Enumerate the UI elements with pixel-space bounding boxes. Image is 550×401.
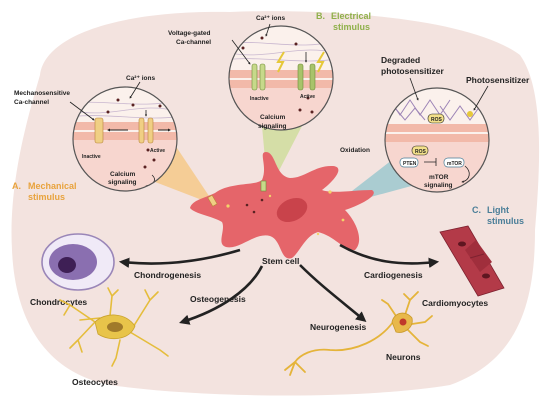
electrical-title-letter: B. (316, 11, 325, 21)
osteocytes-label: Osteocytes (72, 377, 118, 387)
neuron (284, 291, 433, 376)
mechanical-channel-line1: Mechanosensitive (14, 90, 70, 97)
chondrogenesis-label: Chondrogenesis (134, 270, 201, 280)
mechanical-inset (72, 86, 178, 192)
cell-channel-electrical (260, 180, 267, 192)
mechanical-ions-label: Ca²⁺ ions (126, 75, 155, 82)
light-ros: ROS (415, 149, 427, 155)
arrow-osteogenesis (179, 265, 264, 325)
mechanical-active-label: Active (150, 148, 165, 154)
electrical-channel-line2: Ca-channel (176, 39, 211, 46)
osteocyte (59, 287, 169, 367)
electrical-title-line1: Electrical (331, 11, 371, 21)
light-ros-top: ROS (431, 117, 443, 123)
electrical-signal-line2: signaling (258, 123, 287, 130)
light-oxidation: Oxidation (340, 147, 370, 154)
mechanical-title-line1: Mechanical (28, 181, 77, 191)
cardiogenesis-label: Cardiogenesis (364, 270, 423, 280)
mechanical-signal-line1: Calcium (110, 171, 136, 178)
stem-cell-ions (245, 198, 264, 214)
light-title-line2: stimulus (487, 216, 524, 226)
light-photosensitizer: Photosensitizer (466, 75, 530, 85)
mechanical-title-line2: stimulus (28, 192, 65, 202)
mechanical-signal-line2: signaling (108, 179, 137, 186)
light-signal-line1: mTOR (429, 174, 449, 181)
light-degraded-line2: photosensitizer (381, 66, 445, 76)
mechanical-title-letter: A. (12, 181, 21, 191)
mechanical-ions-pointer (129, 81, 141, 99)
neurogenesis-label: Neurogenesis (310, 322, 366, 332)
mechanical-inactive-label: Inactive (82, 154, 101, 160)
light-mtor: mTOR (447, 161, 462, 167)
light-signal-line2: signaling (424, 182, 453, 189)
light-pten: PTEN (403, 161, 417, 167)
light-title-line1: Light (487, 205, 509, 215)
cell-channel-mechanical (207, 194, 218, 207)
arrow-chondrogenesis (118, 248, 241, 268)
stem-cell-dots (226, 190, 345, 236)
electrical-active-label: Active (300, 94, 315, 100)
chondrocyte (41, 233, 115, 291)
mechanical-channel-line2: Ca-channel (14, 99, 49, 106)
osteogenesis-label: Osteogenesis (190, 294, 246, 304)
electrical-inactive-label: Inactive (250, 96, 269, 102)
light-degraded-pointer (409, 77, 419, 101)
arrow-neurogenesis (299, 264, 367, 322)
chondrocytes-label: Chondrocytes (30, 297, 87, 307)
neurons-label: Neurons (386, 352, 421, 362)
stem-cell-nucleus (276, 197, 308, 223)
arrow-cardiogenesis (339, 243, 440, 268)
electrical-ions-pointer (265, 23, 271, 37)
cardiomyocytes-label: Cardiomyocytes (422, 298, 488, 308)
light-photosensitizer-pointer (473, 85, 489, 111)
electrical-ions-label: Ca²⁺ ions (256, 15, 285, 22)
electrical-channel-line1: Voltage-gated (168, 30, 211, 37)
electrical-channel-pointer (231, 39, 251, 65)
light-degraded-line1: Degraded (381, 55, 420, 65)
cardiomyocyte (439, 225, 505, 297)
electrical-title-line2: stimulus (333, 22, 370, 32)
light-title-letter: C. (472, 205, 481, 215)
stem-cell-label: Stem cell (262, 256, 299, 266)
electrical-signal-line1: Calcium (260, 114, 286, 121)
mechanical-channel-pointer (69, 101, 95, 121)
